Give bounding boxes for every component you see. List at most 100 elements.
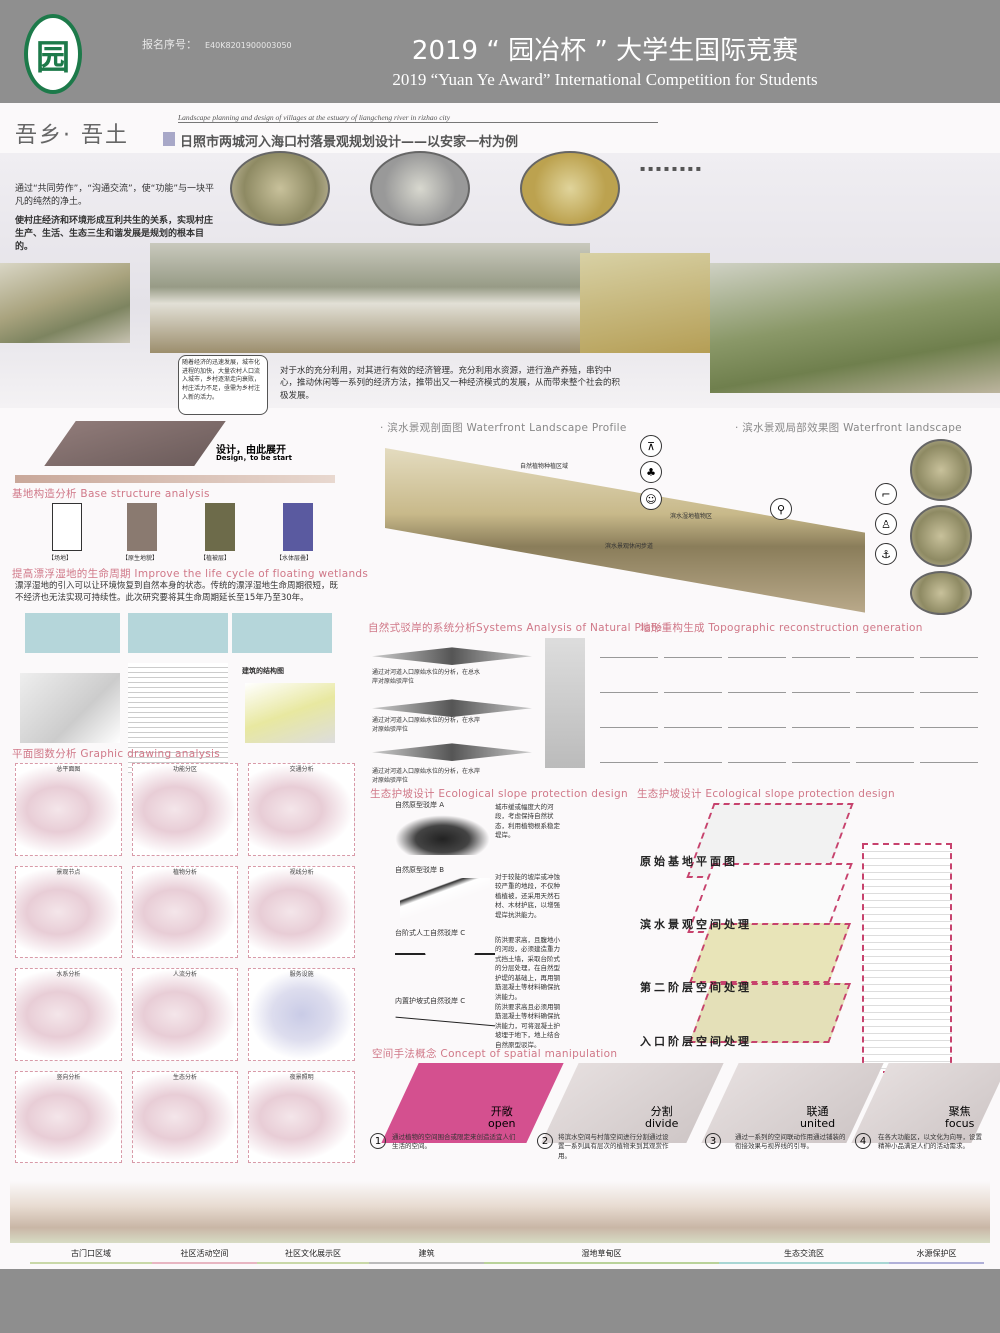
map-label: 生态分析 bbox=[172, 1073, 197, 1081]
section-title-waterfront-landscape: · 滨水景观局部效果图 Waterfront landscape bbox=[735, 422, 962, 434]
concept-diagram-divide bbox=[541, 1063, 724, 1143]
base-layer-vegetation bbox=[205, 503, 235, 551]
slope-drawing-d bbox=[394, 1016, 496, 1036]
note-wetland: 滨水景观休闲步道 bbox=[605, 543, 654, 550]
base-layer-site bbox=[52, 503, 82, 551]
registration-number: 报名序号： E40K8201900003050 bbox=[142, 36, 292, 52]
reg-label: 报名序号： bbox=[142, 38, 197, 51]
photo-villagers bbox=[0, 263, 130, 343]
slope-drawing-a bbox=[395, 815, 490, 855]
detail-view-2 bbox=[910, 505, 972, 567]
slope-type: 内置护坡式自然驳岸 C bbox=[395, 997, 466, 1005]
photo-paddy bbox=[370, 151, 470, 226]
step-en: focus bbox=[945, 1116, 975, 1130]
project-title: 吾乡· 吾土 bbox=[15, 123, 129, 148]
step-en: united bbox=[800, 1116, 836, 1130]
competition-title-en: 2019 “Yuan Ye Award” International Compe… bbox=[392, 70, 818, 89]
concept-diagram-open bbox=[381, 1063, 564, 1143]
layer-label: 入口阶层空间处理 bbox=[640, 1035, 752, 1048]
base-label: 【植被层】 bbox=[200, 555, 231, 562]
map-thumbnail: 生态分析 bbox=[131, 1070, 239, 1163]
kayak-icon: ⚓ bbox=[875, 543, 897, 565]
slope-desc: 对于较陡的坡岸或冲蚀较严重的地段，不仅种植植被，还采用天然石材、木材护底，以增强… bbox=[495, 873, 560, 919]
section-title-slope-right: 生态护坡设计 Ecological slope protection desig… bbox=[637, 788, 895, 800]
poster-body: 吾乡· 吾土 Landscape planning and design of … bbox=[0, 103, 1000, 1269]
note-walkway: 滨水湿地植物区 bbox=[670, 513, 713, 520]
detail-view-1 bbox=[910, 439, 972, 501]
slope-desc: 防洪要求高，且腹地小的河段，必须建造重力式挡土墙，采取台阶式的分层处理，在自然型… bbox=[495, 936, 560, 1001]
map-label: 植物分析 bbox=[172, 868, 197, 876]
slope-type: 台阶式人工自然驳岸 C bbox=[395, 929, 466, 937]
layer-label: 原始基地平面图 bbox=[640, 855, 738, 868]
plate-section-3 bbox=[372, 743, 532, 761]
section-title-concept: 空间手法概念 Concept of spatial manipulation bbox=[372, 1048, 618, 1060]
picnic-table-icon: ⊼ bbox=[640, 435, 662, 457]
reg-value: E40K8201900003050 bbox=[205, 41, 292, 50]
wetland-description-text bbox=[128, 663, 228, 773]
zone-label: 社区文化展示区 bbox=[257, 1248, 369, 1264]
zone-label: 古门口区域 bbox=[30, 1248, 152, 1264]
standing-person-icon: ♙ bbox=[875, 513, 897, 535]
site-terrain-image bbox=[44, 421, 226, 466]
plate-section-2 bbox=[372, 699, 532, 717]
base-label: 【场地】 bbox=[48, 555, 73, 562]
step-number: 1 bbox=[370, 1133, 386, 1149]
waterfront-axonometric bbox=[385, 448, 865, 613]
section-zone-labels: 古门口区域 社区活动空间 社区文化展示区 建筑 湿地草甸区 生态交流区 水源保护… bbox=[30, 1248, 990, 1264]
map-thumbnail: 水系分析 bbox=[15, 968, 122, 1061]
section-title-natural-plate: 自然式驳岸的系统分析Systems Analysis of Natural Pl… bbox=[368, 622, 663, 634]
map-thumbnail: 植物分析 bbox=[131, 865, 239, 958]
project-subtitle-cn: 日照市两城河入海口村落景观规划设计——以安家一村为例 bbox=[180, 135, 519, 150]
map-label: 景观节点 bbox=[56, 868, 81, 876]
speech-bubble: 随着经济的迅速发展，城市化进程的加快，大量农村人口流入城市，乡村逐渐走向衰败，村… bbox=[178, 355, 268, 415]
map-label: 视线分析 bbox=[289, 868, 314, 876]
map-label: 功能分区 bbox=[172, 766, 197, 773]
section-title-waterfront-profile: · 滨水景观剖面图 Waterfront Landscape Profile bbox=[380, 422, 627, 434]
step-cn: 开敞 bbox=[490, 1105, 513, 1118]
slope-desc: 城市缓或幅度大的河段，考虑保持自然状态，利用植物根系稳定堤岸。 bbox=[495, 803, 560, 840]
map-label: 总平面图 bbox=[56, 766, 81, 773]
map-thumbnail: 景观节点 bbox=[15, 865, 122, 958]
step-number: 3 bbox=[705, 1133, 721, 1149]
section-title-wetlands: 提高漂浮湿地的生命周期 Improve the life cycle of fl… bbox=[12, 568, 369, 580]
step-cn: 联通 bbox=[806, 1105, 829, 1118]
intro-text-1: 通过“共同劳作”，“沟通交流”，使“功能”与一块平凡的纯然的净土。 bbox=[15, 184, 214, 208]
map-thumbnail: 竖向分析 bbox=[15, 1070, 122, 1163]
note-planting: 自然植物种植区域 bbox=[520, 463, 569, 470]
structure-diagram bbox=[245, 683, 335, 743]
competition-title-cn: 2019 “ 园冶杯 ” 大学生国际竞赛 bbox=[411, 36, 799, 66]
poster-footer bbox=[0, 1269, 1000, 1333]
step-number: 4 bbox=[855, 1133, 871, 1149]
design-start-cn: 设计，由此展开 bbox=[216, 445, 286, 456]
photo-farming bbox=[230, 151, 330, 226]
map-thumbnail: 总平面图 bbox=[15, 763, 122, 856]
section-title-topographic: 地形重构生成 Topographic reconstruction genera… bbox=[640, 622, 923, 634]
step-number: 2 bbox=[537, 1133, 553, 1149]
slope-type: 自然原型驳岸 B bbox=[395, 866, 445, 874]
bicycle-icon: ⚲ bbox=[770, 498, 792, 520]
step-cn: 聚焦 bbox=[948, 1105, 971, 1118]
zone-label: 生态交流区 bbox=[719, 1248, 889, 1264]
map-thumbnail: 夜景照明 bbox=[248, 1070, 355, 1163]
competition-logo: 园 bbox=[24, 14, 82, 94]
photo-field bbox=[580, 253, 710, 353]
map-thumbnail: 视线分析 bbox=[248, 865, 355, 958]
photo-rice-field bbox=[520, 151, 620, 226]
tree-icon: ♣ bbox=[640, 461, 662, 483]
map-thumbnail: 人流分析 bbox=[131, 968, 239, 1061]
center-paragraph: 对于水的充分利用，对其进行有效的经济管理。充分利用水资源，进行渔产养殖，串钓中心… bbox=[280, 366, 621, 401]
slope-type: 自然原型驳岸 A bbox=[395, 801, 445, 809]
section-elevation-panorama bbox=[10, 1181, 990, 1243]
plate-note: 通过对河道入口原始水位的分析，在总水岸对原始驳岸位 bbox=[372, 669, 481, 685]
photo-river-people bbox=[150, 243, 590, 353]
wetlands-text: 漂浮湿地的引入可以让环境恢复到自然本身的状态。传统的漂浮湿地生命周期很短，既不经… bbox=[15, 581, 339, 604]
section-title-graphic: 平面图数分析 Graphic drawing analysis bbox=[12, 748, 220, 760]
section-title-base-structure: 基地构造分析 Base structure analysis bbox=[12, 488, 210, 500]
slope-drawing-c bbox=[395, 953, 495, 983]
plate-map-strip bbox=[545, 638, 585, 768]
poster-header: 园 报名序号： E40K8201900003050 2019 “ 园冶杯 ” 大学… bbox=[0, 0, 1000, 103]
collage-notes-1: ▪ ▪ ▪ ▪ ▪ ▪ ▪ ▪ bbox=[640, 164, 702, 173]
plate-section-1 bbox=[372, 647, 532, 665]
